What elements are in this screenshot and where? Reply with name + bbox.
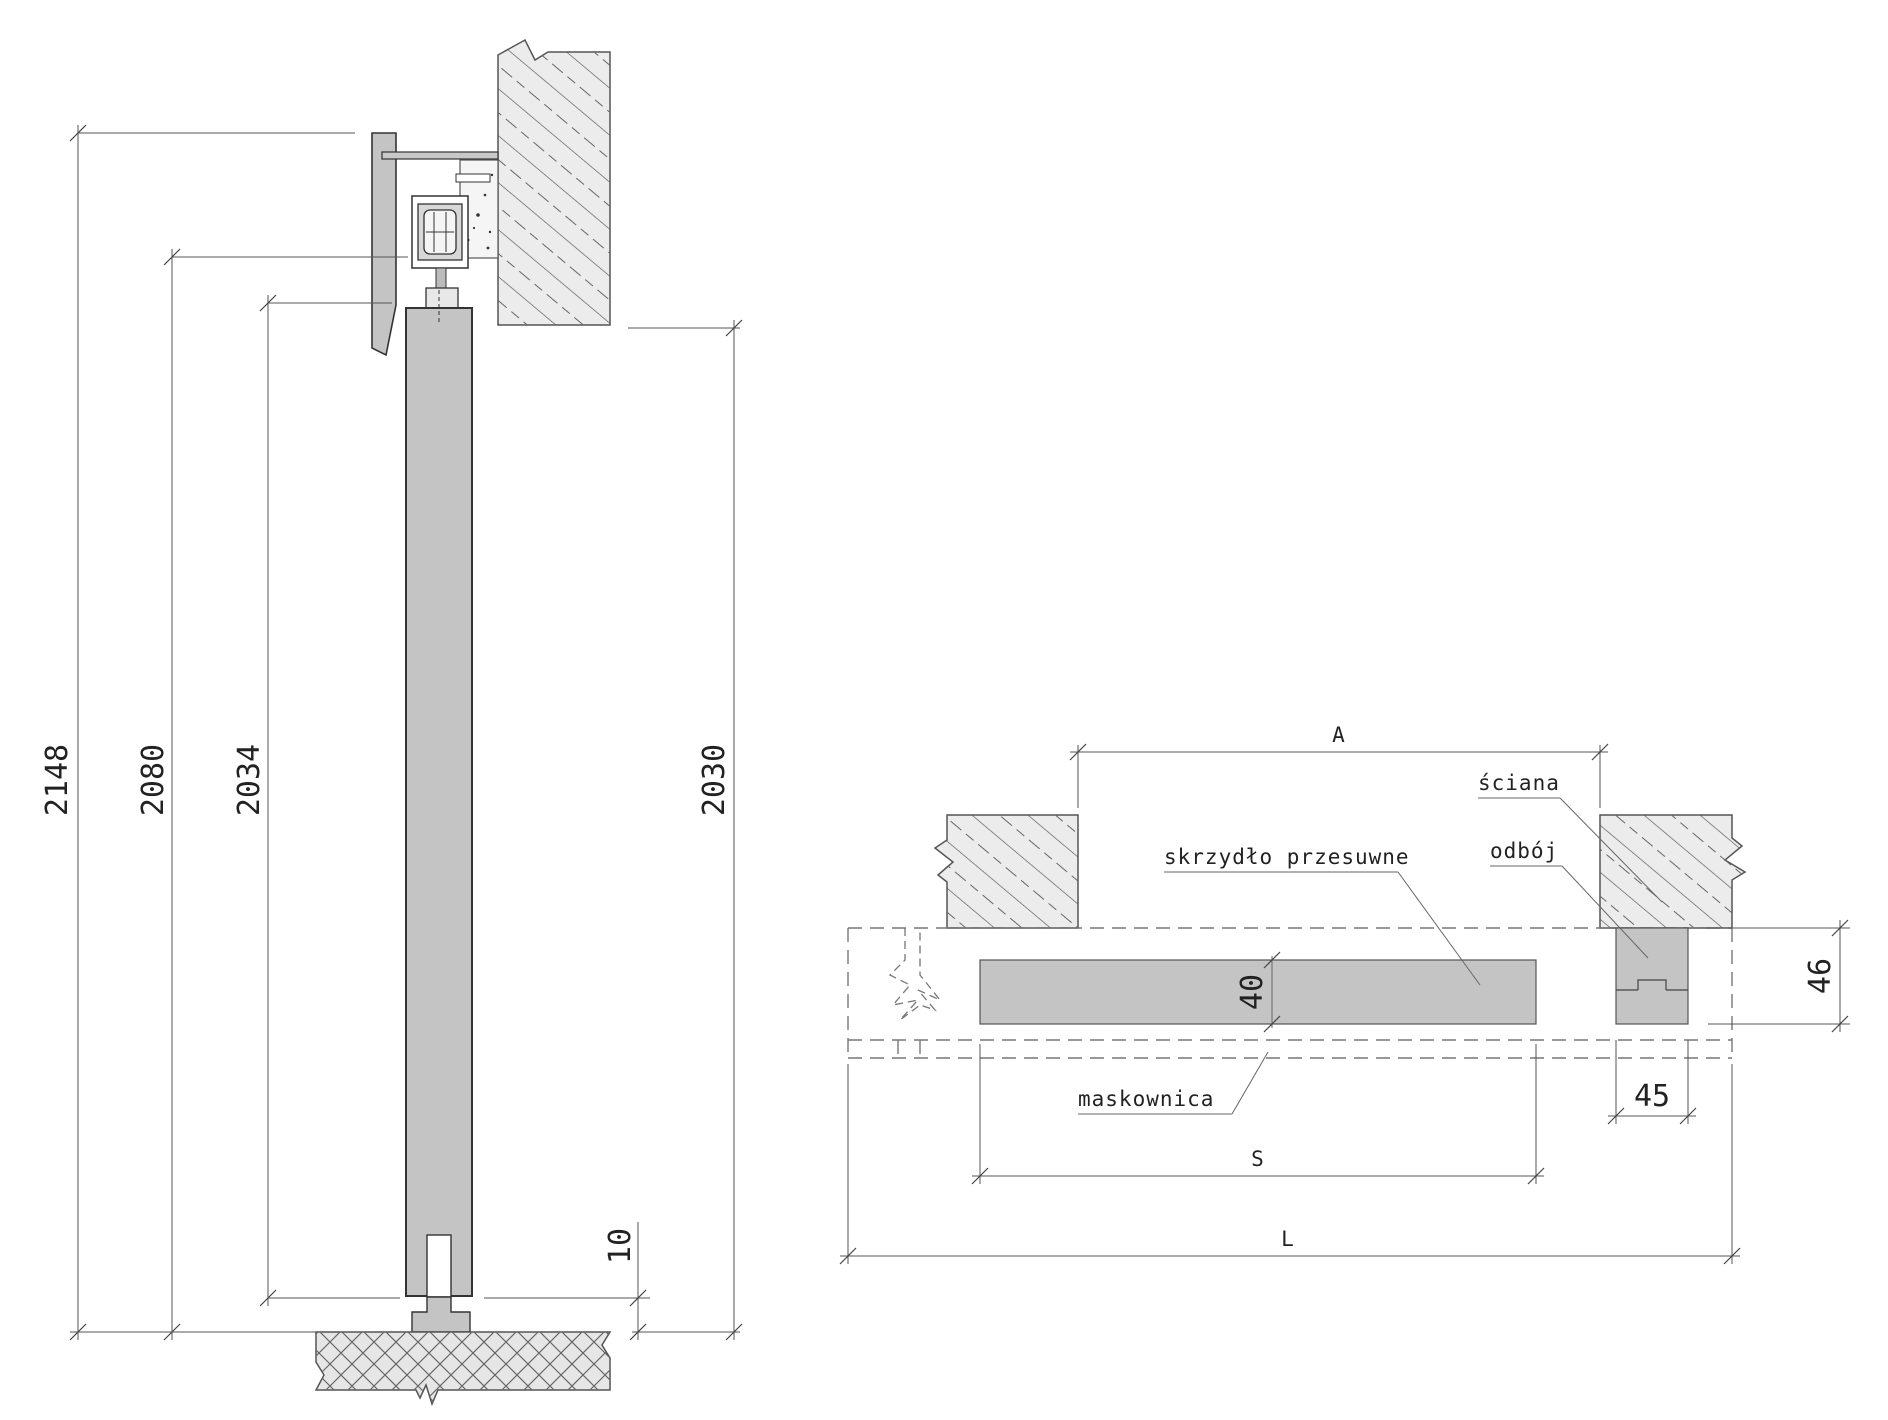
- cover-outline: [847, 927, 1733, 1059]
- dim-thickness-40: 40: [1235, 974, 1270, 1010]
- dim-a-lines: [1069, 743, 1609, 808]
- dim-l-lines: [839, 1064, 1741, 1265]
- dim-depth-46: 46: [1803, 958, 1838, 994]
- dim-2148: 2148: [40, 744, 75, 816]
- wall-lintel: [497, 38, 611, 326]
- dim-s-lines: [971, 1044, 1545, 1185]
- label-door-leaf: skrzydło przesuwne: [1164, 845, 1410, 869]
- label-wall: ściana: [1478, 771, 1560, 795]
- plan-wall-right: [1599, 814, 1747, 929]
- stop-block: [1615, 927, 1689, 1025]
- cover-profile: [371, 132, 397, 357]
- dim-l-label: L: [1281, 1227, 1295, 1251]
- dim-a-label: A: [1332, 723, 1346, 747]
- bottom-guide: [411, 1234, 471, 1333]
- dim-stop-45: 45: [1634, 1079, 1670, 1114]
- label-cover: maskownica: [1078, 1087, 1214, 1111]
- track-carriage: [411, 195, 469, 309]
- dim-2030: 2030: [697, 744, 732, 816]
- dim-s-label: S: [1251, 1147, 1265, 1171]
- mounting-bar: [381, 151, 499, 160]
- plan-section: 40 A 46 45: [839, 723, 1850, 1265]
- floor-section: [314, 1331, 612, 1407]
- dim-10: 10: [603, 1228, 638, 1264]
- side-section: 2148 2080 2034 2030 10: [40, 38, 743, 1407]
- door-leaf-panel: [405, 307, 473, 1297]
- dim-2080: 2080: [136, 744, 171, 816]
- label-stop: odbój: [1490, 839, 1558, 863]
- door-leaf-plan: [979, 959, 1537, 1025]
- side-dimension-lines: [69, 124, 743, 1341]
- plan-wall-left: [933, 814, 1079, 929]
- dim-46-lines: [1700, 919, 1850, 1033]
- dim-45-lines: [1607, 1040, 1697, 1125]
- dim-2034: 2034: [232, 744, 267, 816]
